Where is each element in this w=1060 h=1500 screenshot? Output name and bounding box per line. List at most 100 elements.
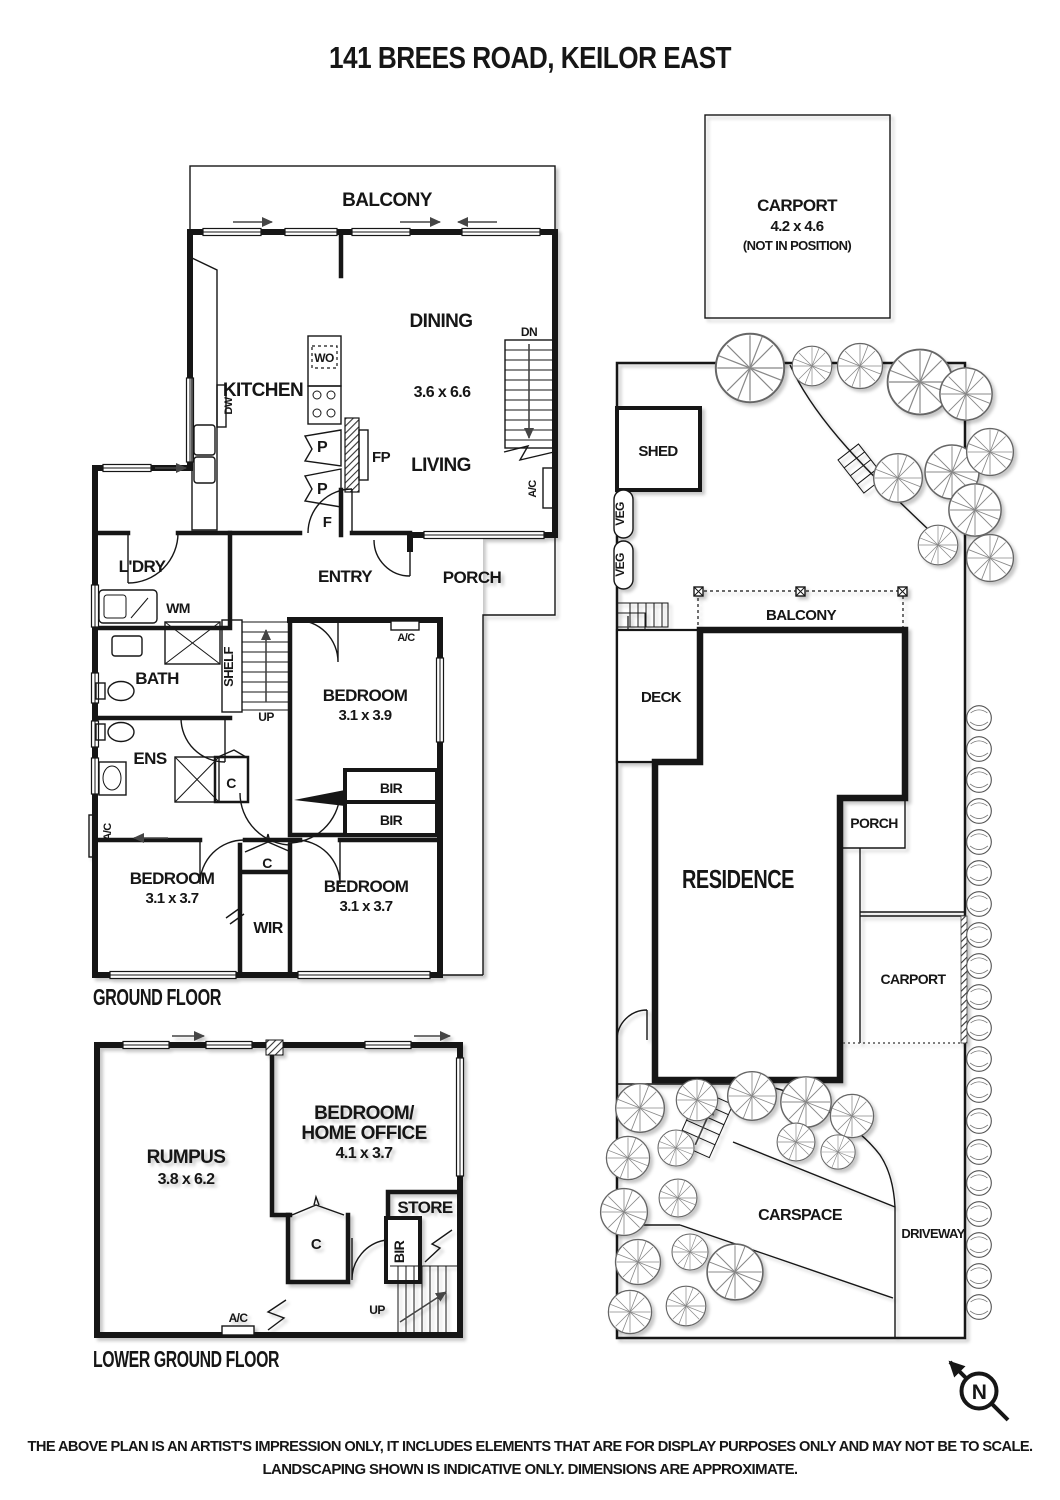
gf-f-label: F <box>323 514 332 531</box>
site-gate <box>616 1009 648 1041</box>
gf-dw-label: DW <box>223 396 235 414</box>
site-veg-1 <box>613 489 634 539</box>
gf-ac-entry-label: A/C <box>397 632 415 644</box>
bath-basin <box>111 635 143 657</box>
site-carport-box-dims: 4.2 x 4.6 <box>771 218 824 235</box>
disclaimer-line-2: LANDSCAPING SHOWN IS INDICATIVE ONLY. DI… <box>263 1461 798 1478</box>
pantry-2 <box>303 468 342 508</box>
ens-toilet <box>107 721 135 743</box>
gf-entry-label: ENTRY <box>318 567 373 586</box>
ens-shower <box>174 756 220 803</box>
gf-bedroom3-dims: 3.1 x 3.7 <box>340 898 393 915</box>
dishwasher <box>216 384 227 428</box>
site-deck <box>615 628 702 764</box>
gf-kitchen-label: KITCHEN <box>223 380 303 401</box>
site-balcony-label: BALCONY <box>766 607 837 624</box>
ac-unit-entry <box>390 620 420 631</box>
site-carport-label: CARPORT <box>880 971 946 987</box>
site-boundary <box>615 361 967 1340</box>
gf-kitchen-fixtures <box>191 256 369 531</box>
pantry-1 <box>303 429 342 467</box>
ground-floor-title: GROUND FLOOR <box>93 984 222 1010</box>
lgf-rumpus-label: RUMPUS <box>147 1147 226 1168</box>
site-carport-box-label: CARPORT <box>757 196 838 215</box>
gf-bir-1 <box>343 768 439 804</box>
wall-oven <box>311 345 338 369</box>
gf-dining-label: DINING <box>410 311 473 332</box>
gf-bedroom2-dims: 3.1 x 3.7 <box>146 890 199 907</box>
gf-doors <box>127 488 411 925</box>
gf-bedroom2-label: BEDROOM <box>130 869 215 888</box>
gf-porch-outline <box>440 535 556 976</box>
gf-bir-2 <box>343 800 439 837</box>
site-veg-2 <box>613 540 634 590</box>
gf-bedroom3-label: BEDROOM <box>324 877 409 896</box>
gf-bedroom1-label: BEDROOM <box>323 686 408 705</box>
gf-windows <box>90 227 545 980</box>
gf-wo-label: WO <box>314 351 334 365</box>
ens-closet <box>213 755 250 804</box>
gf-ac-stairs-label: A/C <box>527 480 539 498</box>
site-carport-box <box>704 114 891 319</box>
lgf-bedroom-dims: 4.1 x 3.7 <box>336 1145 394 1162</box>
gf-stairs-up <box>221 619 291 713</box>
wir-door <box>225 907 245 925</box>
gf-wir-label: WIR <box>253 920 283 937</box>
cooktop <box>307 385 342 425</box>
site-porch-label: PORCH <box>850 815 898 831</box>
gf-balcony-outline <box>189 165 556 233</box>
site-carspace-label: CARSPACE <box>758 1207 843 1224</box>
fireplace <box>344 417 360 493</box>
laundry-trough <box>98 589 158 624</box>
page-title: 141 BREES ROAD, KEILOR EAST <box>329 40 732 75</box>
site-shed-label: SHED <box>638 443 678 460</box>
kitchen-sink <box>193 424 216 456</box>
gf-up-label: UP <box>258 710 274 724</box>
gf-living-label: LIVING <box>411 455 471 476</box>
north-compass: N <box>948 1360 1010 1422</box>
site-veg2-label: VEG <box>613 553 627 577</box>
site-residence-label: RESIDENCE <box>682 864 794 894</box>
disclaimer-line-1: THE ABOVE PLAN IS AN ARTIST'S IMPRESSION… <box>28 1438 1033 1455</box>
site-carport-box-note: (NOT IN POSITION) <box>743 238 852 253</box>
ac-unit-left <box>88 814 98 858</box>
ground-floor-plan: BALCONY KITCHEN DINING 3.6 x 6.6 LIVING … <box>88 165 558 980</box>
gf-dining-dims: 3.6 x 6.6 <box>414 384 472 401</box>
lgf-up-label: UP <box>369 1303 385 1317</box>
gf-balcony-label: BALCONY <box>342 190 433 211</box>
gf-ens-label: ENS <box>133 749 166 768</box>
ac-unit-stairs <box>542 467 554 509</box>
site-labels: CARPORT 4.2 x 4.6 (NOT IN POSITION) SHED… <box>613 196 966 1241</box>
gf-wet-area-fixtures <box>88 589 420 858</box>
bath-toilet <box>107 680 135 702</box>
north-label: N <box>972 1381 987 1404</box>
gf-window-arrows <box>133 217 497 843</box>
site-shed <box>615 406 702 492</box>
gf-hall-c-label: C <box>262 855 272 871</box>
site-deck-label: DECK <box>641 689 682 706</box>
gf-fp-label: FP <box>372 449 391 466</box>
lgf-c-label: C <box>311 1236 322 1253</box>
lgf-stairs <box>390 1229 458 1333</box>
lgf-ac-unit <box>221 1325 255 1336</box>
lgf-windows <box>122 1031 465 1177</box>
site-veg1-label: VEG <box>613 502 627 526</box>
gf-bir2-label: BIR <box>380 812 403 828</box>
gf-wm-label: WM <box>166 600 190 616</box>
gf-dn-label: DN <box>521 325 537 339</box>
lower-ground-floor-plan: RUMPUS 3.8 x 6.2 BEDROOM/ HOME OFFICE 4.… <box>94 1031 465 1338</box>
site-residence-outline <box>651 626 909 1084</box>
gf-pantry1-label: P <box>317 439 328 456</box>
lgf-store-label: STORE <box>397 1198 453 1217</box>
lower-ground-floor-title: LOWER GROUND FLOOR <box>93 1346 280 1372</box>
bath-shower <box>164 621 221 665</box>
site-driveway-label: DRIVEWAY <box>901 1226 965 1241</box>
gf-bir1-label: BIR <box>380 780 403 796</box>
site-plan <box>613 114 968 1340</box>
gf-pantry2-label: P <box>317 481 328 498</box>
lgf-bedroom-label-2: HOME OFFICE <box>301 1123 426 1144</box>
gf-ac-left-label: A/C <box>102 823 114 841</box>
gf-laundry-label: L'DRY <box>119 557 167 576</box>
gf-bedroom1-dims: 3.1 x 3.9 <box>339 707 392 724</box>
